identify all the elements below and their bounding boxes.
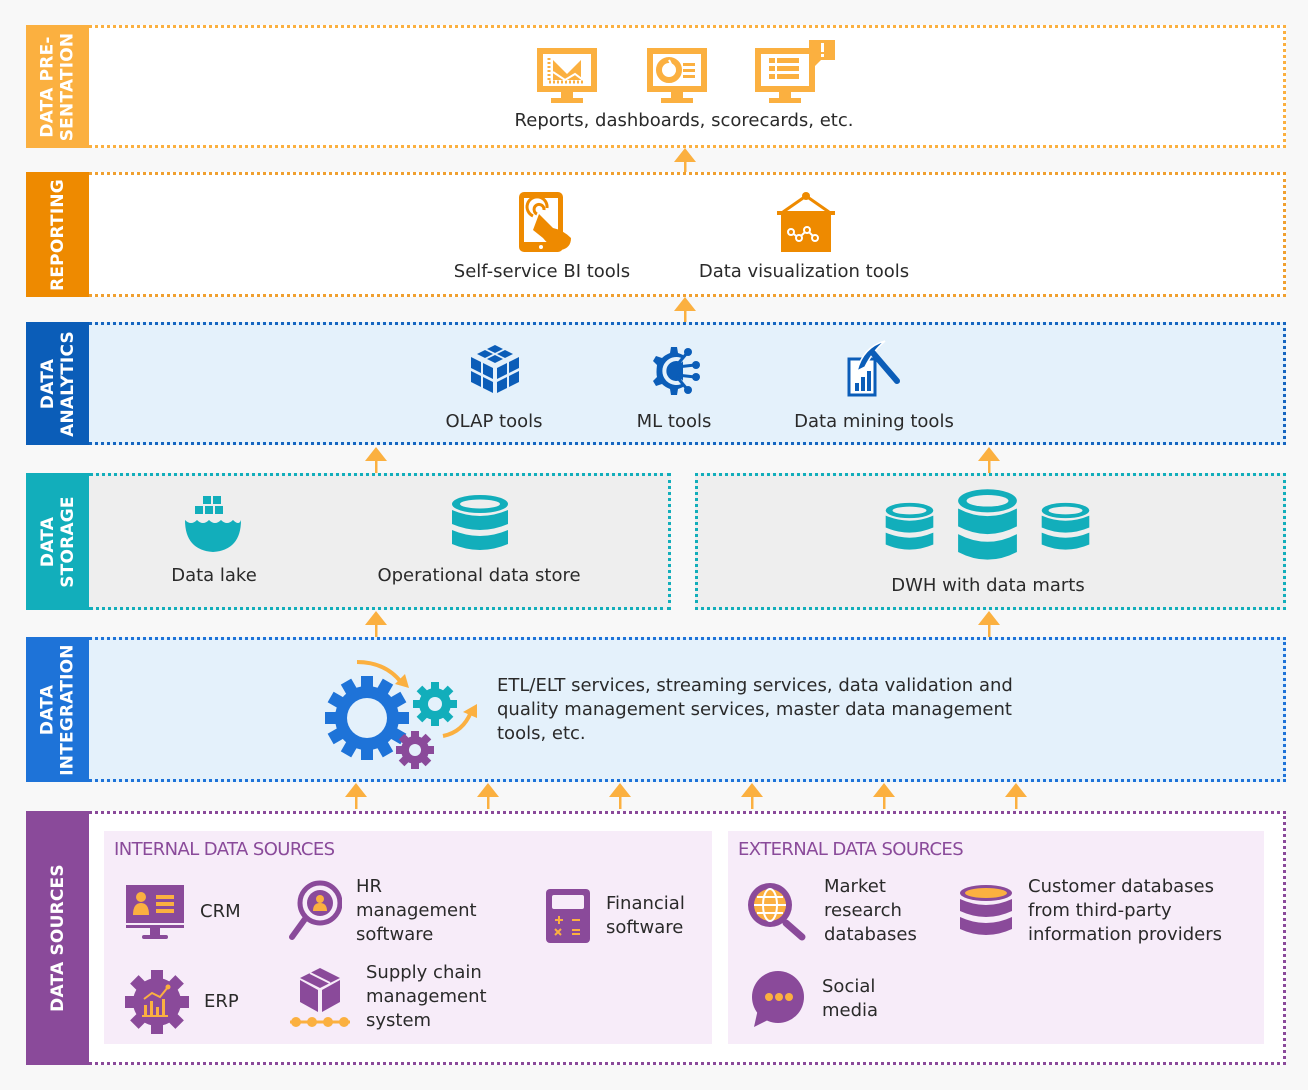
external-sources-panel: EXTERNAL DATA SOURCES Market research da… [728,831,1264,1044]
ml-gear-icon [653,347,700,395]
analytics-item-olap-tools: OLAP tools [445,411,543,432]
globe-search-icon [748,883,806,941]
chat-bubble-icon [752,971,804,1027]
source-item-crm: CRM [124,883,241,941]
reporting-item-data-visualization: Data visualization tools [698,261,910,282]
presentation-board-icon [777,192,835,252]
report-chart-monitor-icon [537,48,597,103]
presentation-caption: Reports, dashboards, scorecards, etc. [514,110,854,131]
source-item-social-media: Social media [748,969,878,1029]
box-conveyor-icon [290,968,350,1027]
layer-content-data-presentation: Reports, dashboards, scorecards, etc. [89,25,1286,148]
layer-content-data-analytics: OLAP tools ML tools Data mining tools [89,322,1286,445]
scorecard-alert-monitor-icon [755,40,835,103]
internal-sources-panel: INTERNAL DATA SOURCES CRM [104,831,712,1044]
arrow-up-icon [1005,783,1027,809]
arrow-up-icon [674,148,696,174]
hr-search-icon [289,880,342,940]
layer-content-data-sources: INTERNAL DATA SOURCES CRM [89,811,1286,1065]
arrow-up-icon [741,783,763,809]
arrow-up-icon [365,447,387,473]
layer-data-storage: DATA STORAGE Data lake Operational data … [26,473,1286,610]
source-item-hr: HR management software [288,875,477,947]
storage-item-operational-data-store: Operational data store [377,565,581,586]
layer-label-data-storage: DATA STORAGE [26,473,89,610]
layer-content-reporting: Self-service BI tools Data visualization… [89,172,1286,297]
source-item-erp: ERP [124,969,239,1035]
layer-data-integration: DATA INTEGRATION [26,637,1286,782]
source-item-financial: Financial software [544,887,685,945]
layer-label-data-presentation: DATA PRE- SENTATION [26,25,89,148]
layer-data-presentation: DATA PRE- SENTATION [26,25,1286,148]
arrow-up-icon [477,783,499,809]
arrow-up-icon [345,783,367,809]
database-icon [452,495,508,550]
internal-sources-title: INTERNAL DATA SOURCES [114,839,335,860]
dashboard-monitor-icon [647,48,707,103]
data-lake-icon [185,496,241,552]
source-item-supply-chain: Supply chain management system [288,961,487,1033]
layer-label-data-integration: DATA INTEGRATION [26,637,89,782]
arrow-up-icon [978,611,1000,637]
storage-item-dwh-data-marts: DWH with data marts [891,575,1085,596]
layer-label-reporting: REPORTING [26,172,89,297]
layer-reporting: REPORTING Self-service BI tools Data vis… [26,172,1286,297]
olap-cube-icon [471,345,519,393]
analytics-item-ml-tools: ML tools [636,411,712,432]
database-stack-icon [960,885,1012,935]
analytics-item-data-mining-tools: Data mining tools [794,411,954,432]
calculator-icon [546,889,590,943]
integration-description: ETL/ELT services, streaming services, da… [497,675,1013,744]
layer-content-data-integration: ETL/ELT services, streaming services, da… [89,637,1286,782]
storage-item-data-lake: Data lake [171,565,257,586]
arrow-up-icon [978,447,1000,473]
data-mining-pickaxe-icon [847,340,900,397]
layer-label-data-sources: DATA SOURCES [26,811,89,1065]
layer-data-sources: DATA SOURCES INTERNAL DATA SOURCES CRM [26,811,1286,1065]
gears-icon [325,660,477,769]
storage-group-operational: Data lake Operational data store [89,473,671,610]
tablet-touch-icon [519,192,571,252]
arrow-up-icon [365,611,387,637]
layer-content-data-storage: Data lake Operational data store DWH wit… [89,473,1286,610]
source-item-market-research: Market research databases [744,875,917,947]
layer-label-data-analytics: DATA ANALYTICS [26,322,89,445]
arrow-up-icon [873,783,895,809]
layer-data-analytics: DATA ANALYTICS [26,322,1286,445]
erp-gear-chart-icon [125,970,189,1034]
arrow-up-icon [674,297,696,323]
storage-group-dwh: DWH with data marts [695,473,1286,610]
source-item-customer-databases: Customer databases from third-party info… [958,875,1222,947]
dwh-databases-icon [885,489,1090,560]
reporting-item-self-service-bi: Self-service BI tools [453,261,631,282]
arrow-up-icon [609,783,631,809]
crm-monitor-icon [126,885,184,939]
external-sources-title: EXTERNAL DATA SOURCES [738,839,964,860]
